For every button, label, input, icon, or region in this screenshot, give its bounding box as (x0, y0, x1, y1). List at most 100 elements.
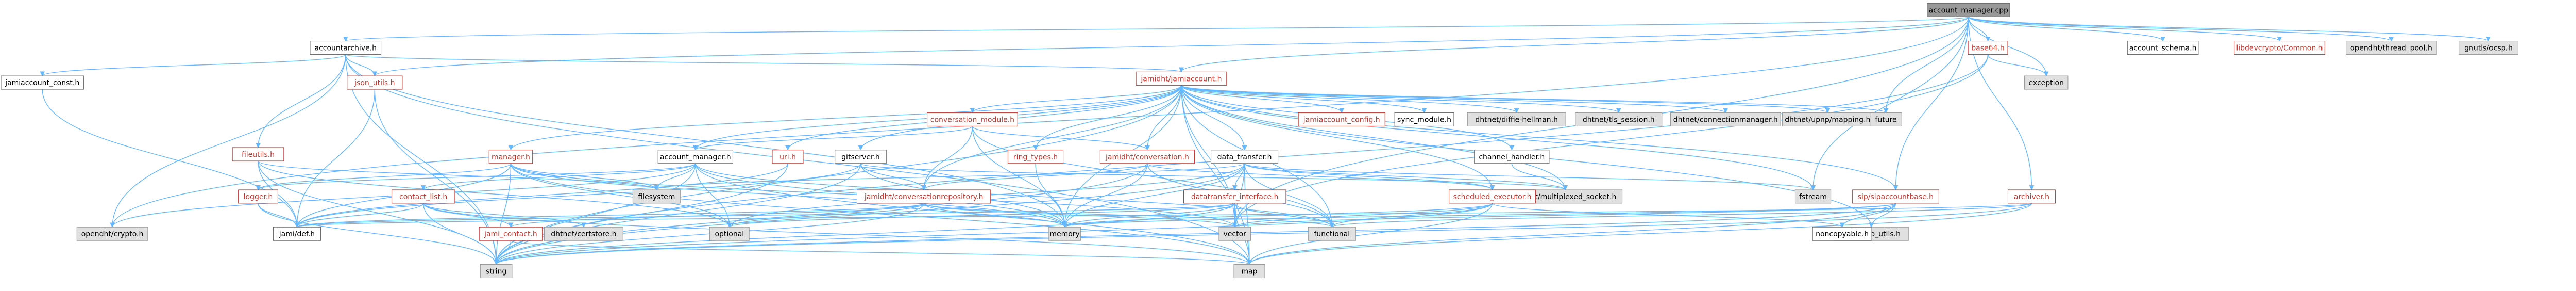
node-sync-module[interactable]: sync_module.h (1394, 112, 1454, 126)
node-conversation-module[interactable]: conversation_module.h (927, 112, 1018, 126)
node-box (310, 41, 382, 55)
node-diffie[interactable]: dhtnet/diffie-hellman.h (1467, 112, 1566, 126)
node-jamiaccount[interactable]: jamidht/jamiaccount.h (1136, 71, 1227, 86)
node-functional[interactable]: functional (1308, 227, 1356, 241)
node-box (1467, 112, 1566, 126)
node-label: fileutils.h (242, 151, 275, 159)
node-archiver[interactable]: archiver.h (2007, 189, 2056, 204)
node-string[interactable]: string (480, 264, 513, 279)
node-label: conversation_module.h (930, 116, 1014, 124)
node-box (1670, 112, 1781, 126)
edge-gitserver-to-multiplexed (860, 163, 1568, 190)
node-box (347, 75, 403, 90)
edge-root-to-fstream (1810, 17, 1969, 190)
node-uri[interactable]: uri.h (772, 150, 804, 164)
node-base64[interactable]: base64.h (1968, 41, 2008, 55)
node-account-manager-h[interactable]: account_manager.h (657, 150, 733, 164)
node-sched-exec[interactable]: scheduled_executor.h (1449, 189, 1536, 204)
edge-sched-exec-to-map (1247, 203, 1493, 265)
node-fstream[interactable]: fstream (1794, 189, 1832, 204)
node-box (1136, 71, 1227, 86)
edge-conv-repo-to-jami-contact (508, 203, 924, 228)
node-label: account_schema.h (2129, 44, 2197, 53)
node-box (1870, 112, 1902, 126)
node-box (709, 227, 750, 241)
edge-sipaccountbase-to-vector (1232, 203, 1896, 228)
node-box (480, 264, 513, 279)
node-memory[interactable]: memory (1048, 227, 1081, 241)
node-sipaccountbase[interactable]: sip/sipaccountbase.h (1852, 189, 1939, 204)
edge-jamiaccount-to-gitserver (858, 85, 1182, 151)
node-account-schema[interactable]: account_schema.h (2127, 41, 2199, 55)
node-contact-list[interactable]: contact_list.h (391, 189, 455, 204)
node-label: functional (1314, 230, 1350, 238)
edge-contact-list-to-jami-contact (422, 203, 514, 228)
node-noncopyable[interactable]: noncopyable.h (1812, 227, 1872, 241)
node-box (856, 189, 991, 204)
edge-data-transfer-to-functional (1244, 163, 1335, 228)
node-opendht-crypto[interactable]: opendht/crypto.h (76, 227, 148, 241)
node-fileutils[interactable]: fileutils.h (232, 147, 284, 161)
node-box (76, 227, 148, 241)
node-data-transfer[interactable]: data_transfer.h (1211, 150, 1279, 164)
node-label: uri.h (779, 153, 796, 161)
node-exception[interactable]: exception (2024, 75, 2069, 90)
edge-accountarchive-to-json-utils (345, 54, 378, 77)
edge-jamiaccount-to-conversation-module (970, 85, 1182, 114)
edge-ring-types-to-memory (1035, 163, 1067, 228)
node-jami-contact[interactable]: jami_contact.h (479, 227, 543, 241)
node-accountarchive[interactable]: accountarchive.h (310, 41, 382, 55)
node-upnp[interactable]: dhtnet/upnp/mapping.h (1782, 112, 1873, 126)
node-filesystem[interactable]: filesystem (632, 189, 681, 204)
edge-base64-to-exception (1987, 54, 2049, 77)
node-jamiaccount-config[interactable]: jamiaccount_config.h (1298, 112, 1385, 126)
edge-gitserver-to-conv-repo (860, 163, 926, 190)
node-connmgr[interactable]: dhtnet/connectionmanager.h (1670, 112, 1781, 126)
node-box (1852, 189, 1939, 204)
edge-conv-repo-to-jamidef (295, 203, 924, 228)
node-box (2024, 75, 2069, 90)
edge-account-manager-h-to-string (494, 163, 696, 265)
node-future[interactable]: future (1870, 112, 1902, 126)
node-manager[interactable]: manager.h (488, 150, 533, 164)
node-conv-repo[interactable]: jamidht/conversationrepository.h (856, 189, 991, 204)
edge-fileutils-to-optional (258, 160, 732, 228)
node-dt-interface[interactable]: datatransfer_interface.h (1183, 189, 1286, 204)
node-vector[interactable]: vector (1218, 227, 1251, 241)
node-certstore[interactable]: dhtnet/certstore.h (544, 227, 623, 241)
node-ring-types[interactable]: ring_types.h (1007, 150, 1064, 164)
node-box (2346, 41, 2437, 55)
node-root[interactable]: account_manager.cpp (1927, 3, 2010, 17)
edges (40, 16, 2491, 265)
edge-jamiaccount-to-sched-exec (1181, 85, 1495, 190)
node-libdevcrypto[interactable]: libdevcrypto/Common.h (2234, 41, 2325, 55)
node-gnutls[interactable]: gnutls/ocsp.h (2459, 41, 2518, 55)
edge-jamiaccount-to-data-transfer (1181, 85, 1247, 151)
node-jamidef[interactable]: jami/def.h (273, 227, 321, 241)
node-map[interactable]: map (1233, 264, 1265, 279)
edge-root-to-accountarchive (344, 16, 1969, 42)
node-channel-handler[interactable]: channel_handler.h (1474, 150, 1550, 164)
edge-logger-to-jamidef (258, 203, 300, 228)
node-label: dhtnet/certstore.h (551, 230, 616, 238)
node-jami-const[interactable]: jamiaccount_const.h (1, 75, 84, 90)
node-box (544, 227, 623, 241)
node-optional[interactable]: optional (709, 227, 750, 241)
node-tls-session[interactable]: dhtnet/tls_session.h (1575, 112, 1663, 126)
edge-sched-exec-to-functional (1329, 203, 1493, 228)
node-box (927, 112, 1018, 126)
node-conversation-h[interactable]: jamidht/conversation.h (1099, 150, 1195, 164)
node-label: channel_handler.h (1479, 153, 1545, 161)
edge-root-to-future (1883, 17, 1969, 114)
edge-root-to-json-utils (372, 16, 1969, 77)
edge-json-utils-to-jamidef (294, 89, 376, 228)
edge-conv-repo-to-vector (923, 203, 1238, 228)
node-threadpool[interactable]: opendht/thread_pool.h (2346, 41, 2437, 55)
node-json-utils[interactable]: json_utils.h (347, 75, 403, 90)
edge-dt-interface-to-optional (727, 203, 1235, 228)
edge-root-to-threadpool (1968, 16, 2394, 42)
node-gitserver[interactable]: gitserver.h (835, 150, 887, 164)
node-logger[interactable]: logger.h (238, 189, 278, 204)
edge-archiver-to-functional (1329, 203, 2032, 228)
